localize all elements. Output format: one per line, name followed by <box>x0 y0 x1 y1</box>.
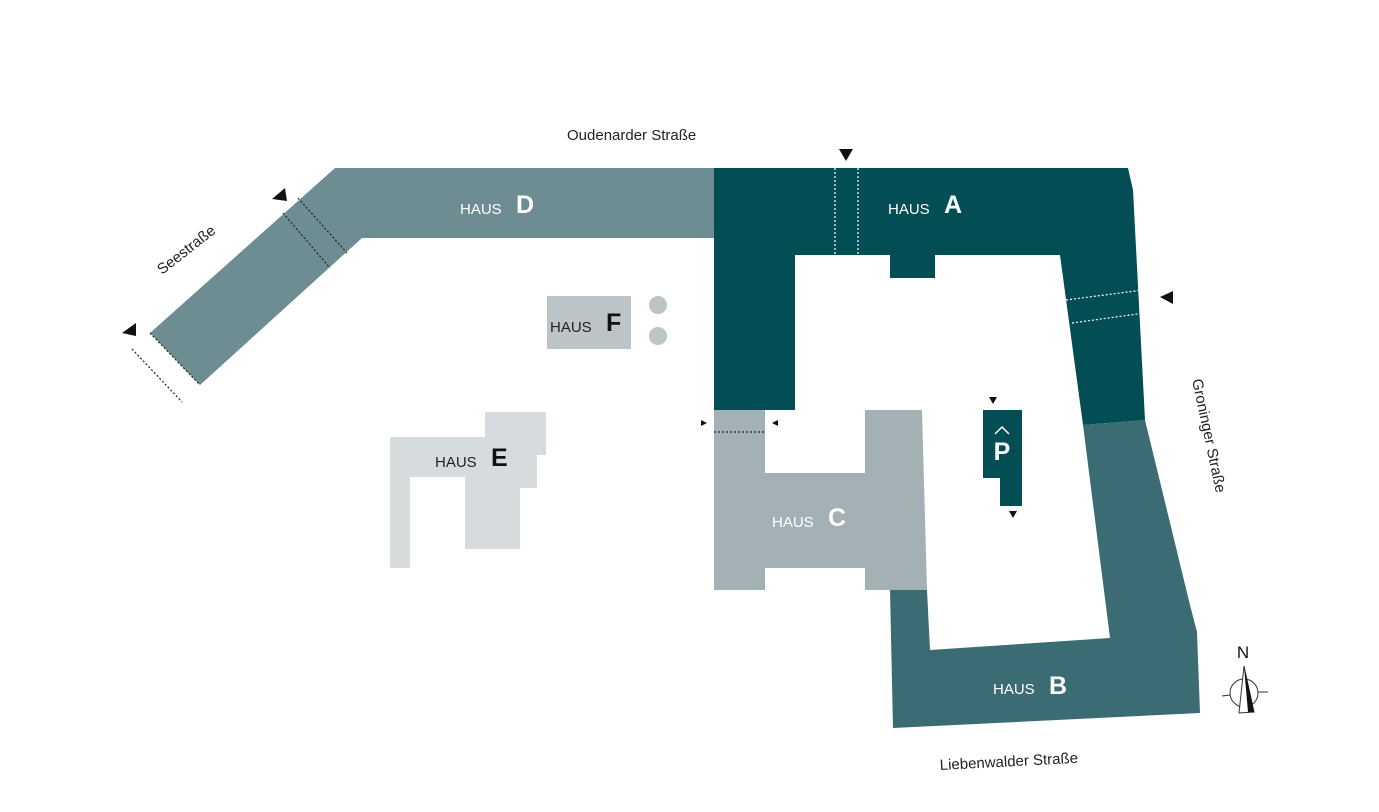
entrance-markers <box>122 149 1173 518</box>
building-haus-d[interactable]: HAUS D <box>131 168 714 403</box>
haus-f-prefix: HAUS <box>550 319 592 336</box>
entrance-arrow-icon <box>1009 511 1017 518</box>
street-oudenarder: Oudenarder Straße <box>567 127 696 144</box>
haus-d-letter: D <box>516 191 534 219</box>
haus-a-prefix: HAUS <box>888 201 930 218</box>
entrance-arrow-icon <box>122 323 136 336</box>
parking-label: P <box>994 438 1011 466</box>
haus-c-letter: C <box>828 504 846 532</box>
haus-e-prefix: HAUS <box>435 454 477 471</box>
building-haus-c[interactable]: HAUS C <box>714 410 927 590</box>
building-haus-b[interactable]: HAUS B <box>890 420 1200 728</box>
entrance-arrow-icon <box>772 420 778 426</box>
north-arrow-icon: N <box>1221 643 1268 714</box>
haus-c-prefix: HAUS <box>772 514 814 531</box>
parking-garage-icon <box>994 425 1010 435</box>
haus-b-letter: B <box>1049 672 1067 700</box>
entrance-arrow-icon <box>989 397 997 404</box>
haus-d-prefix: HAUS <box>460 201 502 218</box>
entrance-arrow-icon <box>1160 291 1173 304</box>
haus-b-prefix: HAUS <box>993 681 1035 698</box>
entrance-arrow-icon <box>839 149 853 161</box>
building-haus-a[interactable]: HAUS A <box>714 168 1146 425</box>
haus-a-letter: A <box>944 191 962 219</box>
street-see: Seestraße <box>154 222 219 278</box>
tree-icon <box>649 296 667 314</box>
haus-f-letter: F <box>606 309 621 337</box>
entrance-arrow-icon <box>701 420 707 426</box>
compass-label: N <box>1237 643 1249 662</box>
building-haus-e[interactable]: HAUS E <box>390 412 546 568</box>
haus-e-letter: E <box>491 444 508 472</box>
building-haus-f[interactable]: HAUS F <box>547 296 667 349</box>
street-groninger: Groninger Straße <box>1188 377 1229 494</box>
entrance-arrow-icon <box>272 188 287 201</box>
tree-icon <box>649 327 667 345</box>
parking-garage[interactable]: P <box>983 410 1022 506</box>
street-liebenwalder: Liebenwalder Straße <box>939 750 1078 774</box>
